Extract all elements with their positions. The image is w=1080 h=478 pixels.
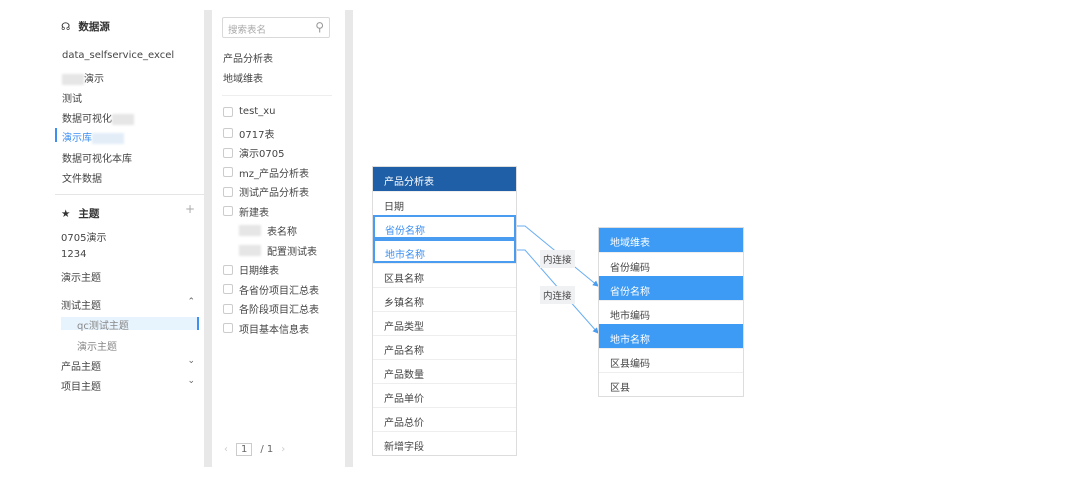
table-list-item[interactable]: test_xu <box>223 106 275 117</box>
star-icon: ★ <box>61 207 71 220</box>
theme-item[interactable]: 0705演示 <box>61 233 107 244</box>
field-row[interactable]: 地市名称 <box>599 324 743 348</box>
prev-page-icon[interactable]: ‹ <box>224 444 228 455</box>
join-type-label[interactable]: 内连接 <box>540 250 575 268</box>
table-list-item[interactable]: mz_产品分析表 <box>223 165 309 180</box>
table-list-item[interactable]: 各阶段项目汇总表 <box>223 301 319 316</box>
add-theme-button[interactable]: + <box>184 202 195 216</box>
table-list-item[interactable]: 项目基本信息表 <box>223 321 309 336</box>
table-list-item[interactable]: 表名称 <box>223 223 297 238</box>
field-row[interactable]: 区县编码 <box>599 348 743 372</box>
table-list-item[interactable]: 各省份项目汇总表 <box>223 282 319 297</box>
datasource-item[interactable]: 测试 <box>62 94 82 105</box>
checkbox[interactable] <box>223 147 233 158</box>
field-row[interactable]: 乡镇名称 <box>373 287 516 311</box>
datasource-item-active[interactable]: 演示库 <box>62 129 124 144</box>
table-list-item[interactable]: 新建表 <box>223 204 269 219</box>
table-node-title[interactable]: 产品分析表 <box>373 167 516 191</box>
datasource-item[interactable]: data_selfservice_excel <box>62 50 175 61</box>
field-row[interactable]: 新增字段 <box>373 431 516 455</box>
checkbox[interactable] <box>223 323 233 333</box>
field-row[interactable]: 地市编码 <box>599 300 743 324</box>
chevron-down-icon[interactable]: ⌄ <box>187 356 195 366</box>
field-row[interactable]: 区县 <box>599 372 743 396</box>
checkbox[interactable] <box>223 264 233 275</box>
theme-item[interactable]: 项目主题 <box>61 382 101 393</box>
theme-item[interactable]: 产品主题 <box>61 362 101 373</box>
panel-scrollbar[interactable] <box>345 10 353 467</box>
field-row[interactable]: 产品数量 <box>373 359 516 383</box>
table-list-item[interactable]: 测试产品分析表 <box>223 184 309 199</box>
search-input[interactable]: 搜索表名⚲ <box>222 17 330 38</box>
chevron-up-icon[interactable]: ⌃ <box>187 297 195 307</box>
right-table-node[interactable]: 地域维表省份编码省份名称地市编码地市名称区县编码区县 <box>598 227 744 397</box>
checkbox[interactable] <box>223 186 233 197</box>
table-list-panel: 搜索表名⚲ 产品分析表 地域维表 test_xu 0717表演示0705 mz_产品… <box>216 10 344 467</box>
checkbox[interactable] <box>223 106 233 117</box>
theme-header: ★主题 <box>61 207 100 221</box>
join-line[interactable] <box>517 249 599 334</box>
datasource-item[interactable]: 文件数据 <box>62 174 102 185</box>
checkbox[interactable] <box>223 167 233 177</box>
checkbox[interactable] <box>223 206 233 216</box>
datasource-item[interactable]: 数据可视化 <box>62 110 134 125</box>
table-list-item[interactable]: 演示0705 <box>223 145 284 160</box>
search-icon[interactable]: ⚲ <box>315 20 324 34</box>
pagination: ‹ 1 / 1 › <box>224 443 286 456</box>
sidebar: ☊数据源 data_selfservice_excel 演示 测试 数据可视化 … <box>55 10 205 467</box>
checkbox[interactable] <box>223 303 233 314</box>
field-row[interactable]: 省份名称 <box>373 215 516 239</box>
headset-icon: ☊ <box>61 20 71 33</box>
field-row[interactable]: 区县名称 <box>373 263 516 287</box>
theme-item[interactable]: 演示主题 <box>61 273 101 284</box>
field-row[interactable]: 地市名称 <box>373 239 516 263</box>
field-row[interactable]: 产品总价 <box>373 407 516 431</box>
table-list-item[interactable]: 配置测试表 <box>223 243 317 258</box>
field-row[interactable]: 产品名称 <box>373 335 516 359</box>
table-list-item[interactable]: 0717表 <box>223 126 274 141</box>
theme-item[interactable]: 测试主题 <box>61 301 101 312</box>
selected-table[interactable]: 产品分析表 <box>223 54 273 65</box>
checkbox[interactable] <box>223 128 233 138</box>
datasource-item[interactable]: 演示 <box>62 70 104 85</box>
table-list-item[interactable]: 日期维表 <box>223 262 279 277</box>
next-page-icon[interactable]: › <box>281 444 286 455</box>
theme-subitem[interactable]: 演示主题 <box>77 342 117 353</box>
field-row[interactable]: 省份编码 <box>599 252 743 276</box>
selected-table[interactable]: 地域维表 <box>223 74 263 85</box>
datasource-header: ☊数据源 <box>61 20 110 34</box>
field-row[interactable]: 省份名称 <box>599 276 743 300</box>
sidebar-scrollbar[interactable] <box>204 10 212 467</box>
field-row[interactable]: 日期 <box>373 191 516 215</box>
join-type-label[interactable]: 内连接 <box>540 286 575 304</box>
left-table-node[interactable]: 产品分析表日期省份名称地市名称区县名称乡镇名称产品类型产品名称产品数量产品单价产… <box>372 166 517 456</box>
field-row[interactable]: 产品单价 <box>373 383 516 407</box>
page-input[interactable]: 1 <box>236 443 253 456</box>
theme-item[interactable]: 1234 <box>61 249 87 260</box>
datasource-item[interactable]: 数据可视化本库 <box>62 154 132 165</box>
table-node-title[interactable]: 地域维表 <box>599 228 743 252</box>
theme-subitem-active[interactable]: qc测试主题 <box>61 317 199 332</box>
field-row[interactable]: 产品类型 <box>373 311 516 335</box>
chevron-down-icon[interactable]: ⌄ <box>187 376 195 386</box>
checkbox[interactable] <box>223 284 233 294</box>
